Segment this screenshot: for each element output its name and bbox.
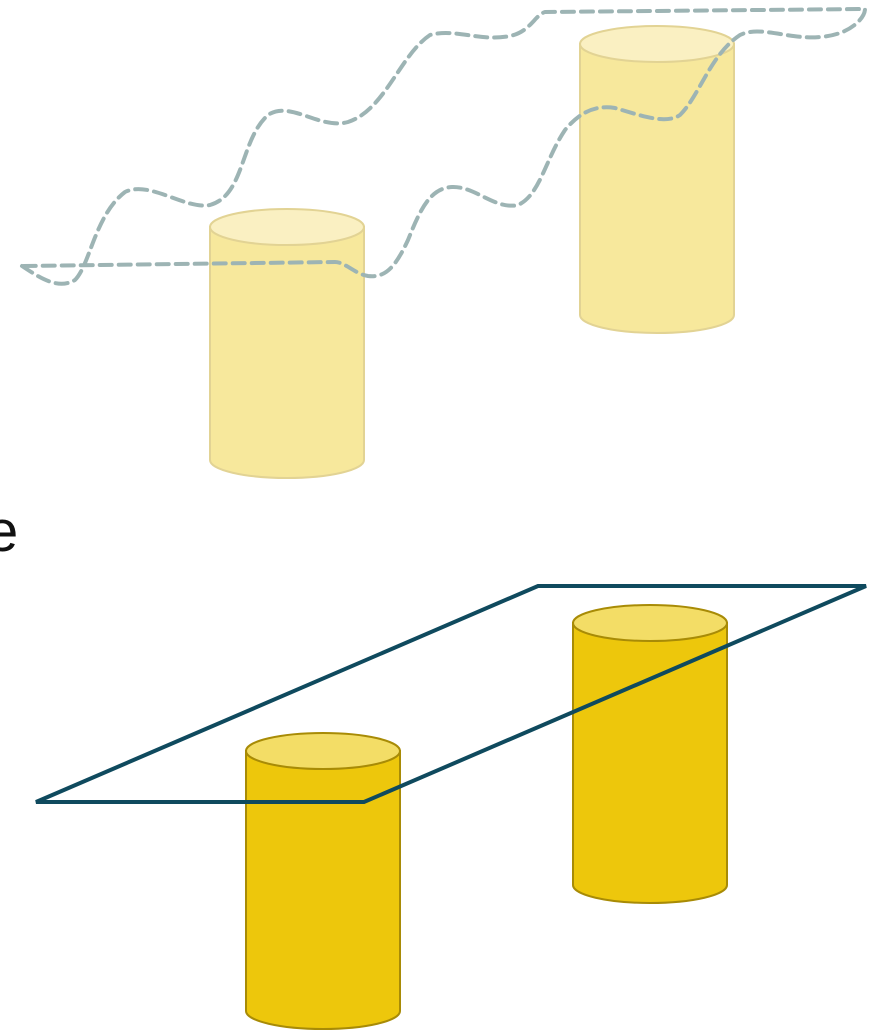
cut-off-letter: e xyxy=(0,499,19,564)
lower-left-cylinder-body xyxy=(245,750,401,1030)
upper-left-cylinder-body xyxy=(209,226,365,479)
upper-right-cylinder-body xyxy=(579,43,735,334)
upper-left-cylinder-top xyxy=(209,208,365,246)
flat-plane xyxy=(35,584,867,804)
lower-right-cylinder-top xyxy=(572,604,728,642)
lower-panel xyxy=(35,584,867,1030)
upper-left-cylinder xyxy=(209,208,365,479)
upper-right-cylinder-top xyxy=(579,25,735,63)
lower-left-cylinder-top xyxy=(245,732,401,770)
lower-right-cylinder xyxy=(572,604,728,904)
lower-left-cylinder xyxy=(245,732,401,1030)
upper-panel xyxy=(20,7,867,479)
wavy-dashed-surface xyxy=(20,7,867,286)
lower-right-cylinder-body xyxy=(572,622,728,904)
upper-right-cylinder xyxy=(579,25,735,334)
